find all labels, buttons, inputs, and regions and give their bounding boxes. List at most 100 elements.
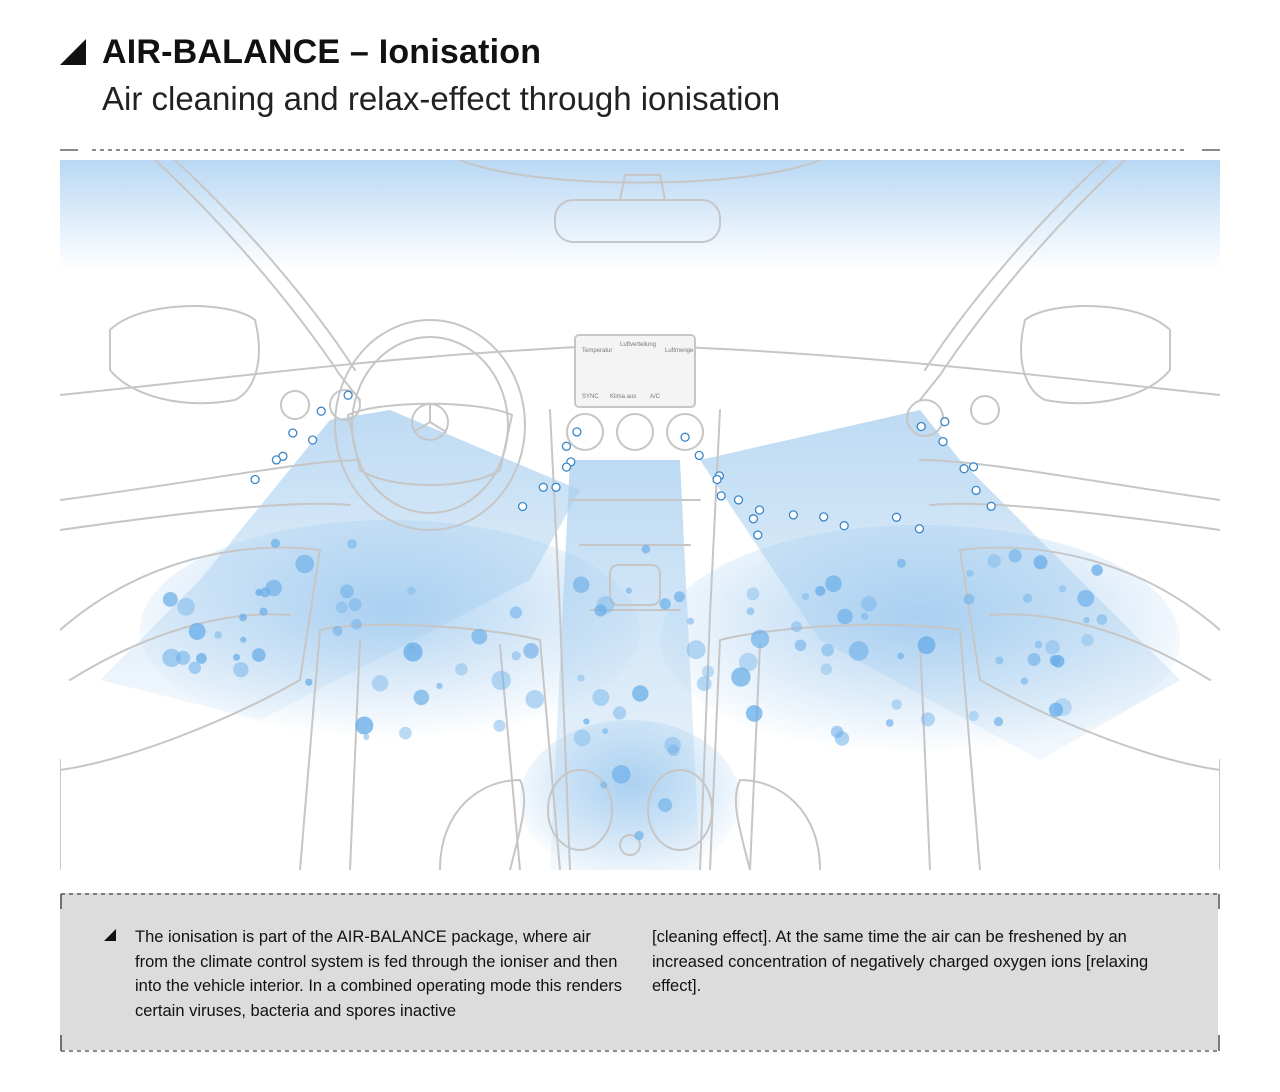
ion-dot <box>686 617 695 625</box>
ion-dot <box>746 587 760 601</box>
ion-dot <box>1033 555 1048 570</box>
ion-particle <box>316 406 326 416</box>
ion-particle <box>733 495 744 505</box>
ion-dot <box>403 642 423 662</box>
ion-dot <box>491 670 511 691</box>
ion-dot <box>664 736 681 754</box>
ion-dot <box>632 685 649 702</box>
description-column-1: The ionisation is part of the AIR-BALANC… <box>135 928 623 1020</box>
ion-dot <box>214 631 222 639</box>
ion-dot <box>1096 614 1108 625</box>
ion-dot <box>511 651 521 661</box>
ion-particle <box>517 501 528 512</box>
ion-dot <box>613 706 627 720</box>
ion-particle <box>572 427 582 437</box>
ion-dot <box>1045 640 1060 655</box>
ion-particle <box>551 482 561 492</box>
ion-dot <box>1081 633 1094 647</box>
ion-particle <box>307 435 318 445</box>
left-hand <box>439 779 526 870</box>
ion-particle <box>250 474 260 485</box>
ion-dot <box>523 643 539 659</box>
ion-dot <box>233 653 241 661</box>
ion-particle <box>716 491 726 501</box>
left-door-panel <box>60 546 321 771</box>
screen-bottom-2: Klima aus <box>610 394 636 400</box>
bullet-triangle-icon <box>104 929 116 941</box>
ion-particle <box>819 512 829 522</box>
ion-dot <box>188 661 201 674</box>
ion-dot <box>255 588 263 597</box>
ion-dot <box>196 653 207 664</box>
right-hand <box>734 779 821 870</box>
ion-dot <box>305 678 313 686</box>
ion-particle <box>940 417 950 427</box>
ion-dot <box>659 598 671 610</box>
rear-vent-right <box>647 769 713 851</box>
left-a-pillar-inner <box>174 160 356 371</box>
ion-dot <box>896 558 907 568</box>
ion-dot <box>968 710 979 722</box>
ion-particle <box>748 514 759 524</box>
ion-dot <box>673 591 685 603</box>
ion-dot <box>594 604 607 617</box>
ion-dot <box>745 705 763 722</box>
ion-dot <box>820 663 832 675</box>
ion-dot <box>162 648 181 668</box>
ion-particle <box>914 524 925 534</box>
roof-line <box>459 160 821 184</box>
ion-dot <box>413 689 430 706</box>
ion-dot <box>1022 593 1033 603</box>
heading: AIR-BALANCE – Ionisation <box>60 30 541 74</box>
ion-dot <box>861 612 869 620</box>
ion-dot <box>861 596 877 612</box>
ion-dot <box>583 718 590 725</box>
center-vent-1 <box>566 413 604 451</box>
ion-particle <box>788 510 799 520</box>
ion-dot <box>641 544 651 554</box>
ion-dot <box>162 592 178 607</box>
ion-particle <box>986 501 996 511</box>
steering-wheel <box>334 319 526 531</box>
ion-particle <box>959 464 969 474</box>
ion-dot <box>408 645 416 653</box>
ion-dot <box>848 641 869 661</box>
airflow-left-cloud <box>140 520 640 740</box>
ion-dot <box>966 569 974 577</box>
ion-particle <box>561 441 572 451</box>
ion-particle <box>839 521 849 531</box>
ion-dot <box>455 663 468 676</box>
center-vent-3 <box>666 413 704 451</box>
ion-dot <box>897 652 905 660</box>
ion-dot <box>830 725 844 739</box>
ion-dot <box>625 587 632 594</box>
triangle-marker-icon <box>60 39 86 65</box>
left-a-pillar <box>154 160 361 401</box>
ion-particle <box>343 390 353 400</box>
ion-dot <box>825 575 842 592</box>
box-frame <box>60 893 1220 1052</box>
ion-dot <box>1058 585 1066 593</box>
right-front-seat <box>709 623 981 870</box>
screen-bottom-1: SYNC <box>582 394 599 400</box>
screen-bottom-3: A/C <box>650 394 661 400</box>
ion-dot <box>686 640 706 660</box>
ion-dot <box>791 621 802 633</box>
ion-particle <box>288 428 298 438</box>
rear-view-mirror <box>554 199 721 243</box>
dashboard-lower <box>60 459 1220 501</box>
ion-dot <box>738 652 758 672</box>
right-door-panel <box>959 546 1220 771</box>
ion-dot <box>340 584 354 599</box>
ion-dot <box>794 639 807 652</box>
ion-particle <box>754 505 765 515</box>
ion-particle <box>968 462 979 472</box>
ion-dot <box>295 554 314 574</box>
ion-dot <box>746 607 755 616</box>
center-vent-2 <box>616 413 654 451</box>
ion-dot <box>573 729 591 747</box>
ion-dot <box>634 830 644 841</box>
ion-dot <box>611 765 631 784</box>
ion-dot <box>371 675 389 692</box>
ion-dot <box>731 667 751 687</box>
